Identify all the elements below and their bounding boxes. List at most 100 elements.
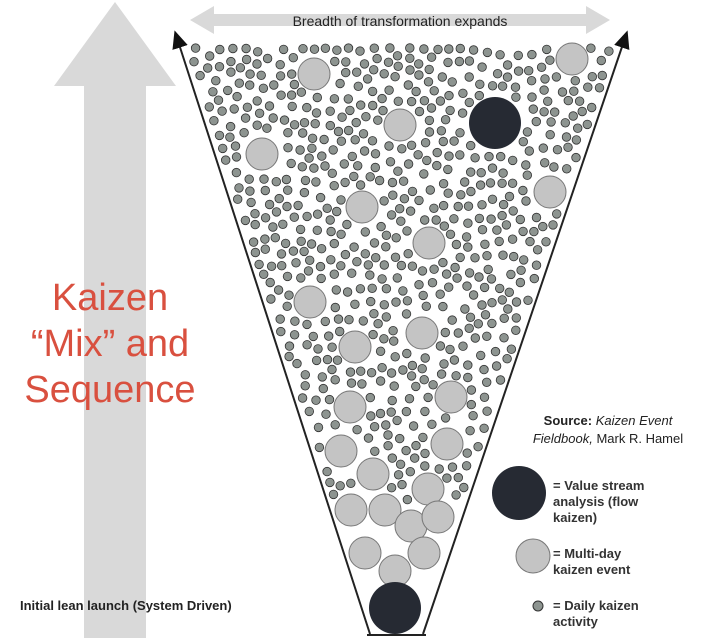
daily-kaizen-dot	[402, 226, 412, 236]
daily-kaizen-dot	[302, 102, 312, 113]
daily-kaizen-dot	[495, 375, 506, 385]
daily-kaizen-dot	[349, 171, 359, 182]
daily-kaizen-dot	[367, 86, 378, 97]
daily-kaizen-dot	[384, 141, 394, 151]
daily-kaizen-dot	[542, 44, 552, 55]
daily-kaizen-dot	[307, 133, 318, 144]
daily-kaizen-dot	[470, 253, 480, 263]
daily-kaizen-dot	[398, 176, 409, 186]
daily-kaizen-dot	[406, 371, 417, 381]
daily-kaizen-dot	[393, 470, 404, 480]
daily-kaizen-dot	[494, 236, 504, 247]
daily-kaizen-dot	[241, 43, 251, 54]
daily-kaizen-dot	[258, 83, 269, 94]
daily-kaizen-dot	[274, 193, 284, 204]
daily-kaizen-dot	[381, 242, 391, 252]
daily-kaizen-dot	[438, 178, 449, 189]
daily-kaizen-dot	[228, 43, 238, 54]
daily-kaizen-dot	[336, 136, 347, 146]
daily-kaizen-dot	[275, 71, 286, 81]
daily-kaizen-dot	[358, 316, 369, 326]
funnel-right-edge	[422, 30, 630, 635]
daily-kaizen-dot	[214, 130, 225, 141]
daily-kaizen-dot	[303, 266, 314, 276]
daily-kaizen-dot	[398, 365, 408, 375]
daily-kaizen-dot	[516, 265, 526, 276]
daily-kaizen-dot	[260, 234, 270, 244]
source-book-title-1: Kaizen Event	[595, 413, 673, 428]
daily-kaizen-dot	[428, 380, 438, 390]
daily-kaizen-dot	[440, 114, 451, 125]
daily-kaizen-dot	[508, 155, 518, 166]
daily-kaizen-dot	[355, 284, 366, 294]
legend-dark-circle	[492, 466, 546, 520]
daily-kaizen-dot	[344, 315, 354, 325]
daily-kaizen-dot	[253, 47, 263, 57]
daily-kaizen-dot	[356, 366, 366, 376]
daily-kaizen-dot	[356, 100, 366, 110]
daily-kaizen-dot	[465, 312, 476, 323]
daily-kaizen-dot	[339, 159, 350, 169]
daily-kaizen-dot	[451, 371, 461, 381]
daily-kaizen-dot	[398, 286, 408, 296]
daily-kaizen-dot	[526, 75, 537, 86]
daily-kaizen-dot	[341, 57, 351, 67]
daily-kaizen-dot	[328, 489, 339, 500]
daily-kaizen-dot	[464, 72, 474, 82]
daily-kaizen-dot	[444, 44, 454, 54]
daily-kaizen-dot	[290, 316, 300, 326]
daily-kaizen-dot	[327, 168, 338, 179]
daily-kaizen-dot	[463, 218, 473, 228]
daily-kaizen-dot	[316, 273, 326, 284]
daily-kaizen-dot	[524, 146, 535, 156]
daily-kaizen-dot	[362, 74, 373, 84]
daily-kaizen-dot	[434, 464, 444, 474]
daily-kaizen-dot	[376, 221, 386, 232]
daily-kaizen-dot	[360, 227, 371, 237]
daily-kaizen-dot	[279, 115, 290, 125]
daily-kaizen-dot	[443, 188, 453, 198]
daily-kaizen-dot	[432, 160, 442, 171]
daily-kaizen-dot	[414, 195, 424, 206]
daily-kaizen-dot	[552, 209, 562, 219]
daily-kaizen-dot	[330, 56, 340, 67]
daily-kaizen-dot	[443, 164, 453, 175]
daily-kaizen-dot	[385, 157, 396, 167]
daily-kaizen-dot	[295, 145, 305, 155]
daily-kaizen-dot	[422, 155, 432, 166]
daily-kaizen-dot	[460, 177, 470, 187]
daily-kaizen-dot	[347, 151, 358, 162]
daily-kaizen-dot	[411, 440, 421, 451]
daily-kaizen-dot	[502, 60, 513, 70]
daily-kaizen-dot	[521, 196, 531, 206]
daily-kaizen-dot	[457, 108, 468, 118]
daily-kaizen-dot	[464, 268, 475, 278]
daily-kaizen-dot	[231, 167, 242, 178]
daily-kaizen-dot	[275, 59, 285, 70]
daily-kaizen-dot	[250, 219, 260, 230]
daily-kaizen-dot	[316, 243, 327, 254]
daily-kaizen-dot	[262, 53, 273, 64]
daily-kaizen-dot	[445, 105, 455, 116]
daily-kaizen-dot	[269, 80, 279, 90]
daily-kaizen-dot	[373, 319, 383, 329]
daily-kaizen-dot	[515, 277, 526, 288]
daily-kaizen-dot	[490, 346, 501, 357]
daily-kaizen-dot	[507, 234, 518, 244]
daily-kaizen-dot	[458, 341, 468, 351]
daily-kaizen-dot	[464, 97, 475, 108]
daily-kaizen-dot	[300, 370, 311, 380]
daily-kaizen-dot	[300, 381, 310, 391]
daily-kaizen-dot	[433, 44, 443, 55]
daily-kaizen-dot	[465, 426, 475, 436]
daily-kaizen-dot	[225, 121, 236, 132]
daily-kaizen-dot	[283, 142, 293, 153]
daily-kaizen-dot	[270, 232, 281, 243]
daily-kaizen-dot	[466, 140, 476, 151]
daily-kaizen-dot	[326, 226, 336, 237]
daily-kaizen-dot	[413, 150, 423, 160]
daily-kaizen-dot	[358, 129, 369, 139]
daily-kaizen-dot	[529, 273, 540, 284]
value-stream-circle	[369, 582, 421, 634]
daily-kaizen-dot	[330, 375, 340, 385]
